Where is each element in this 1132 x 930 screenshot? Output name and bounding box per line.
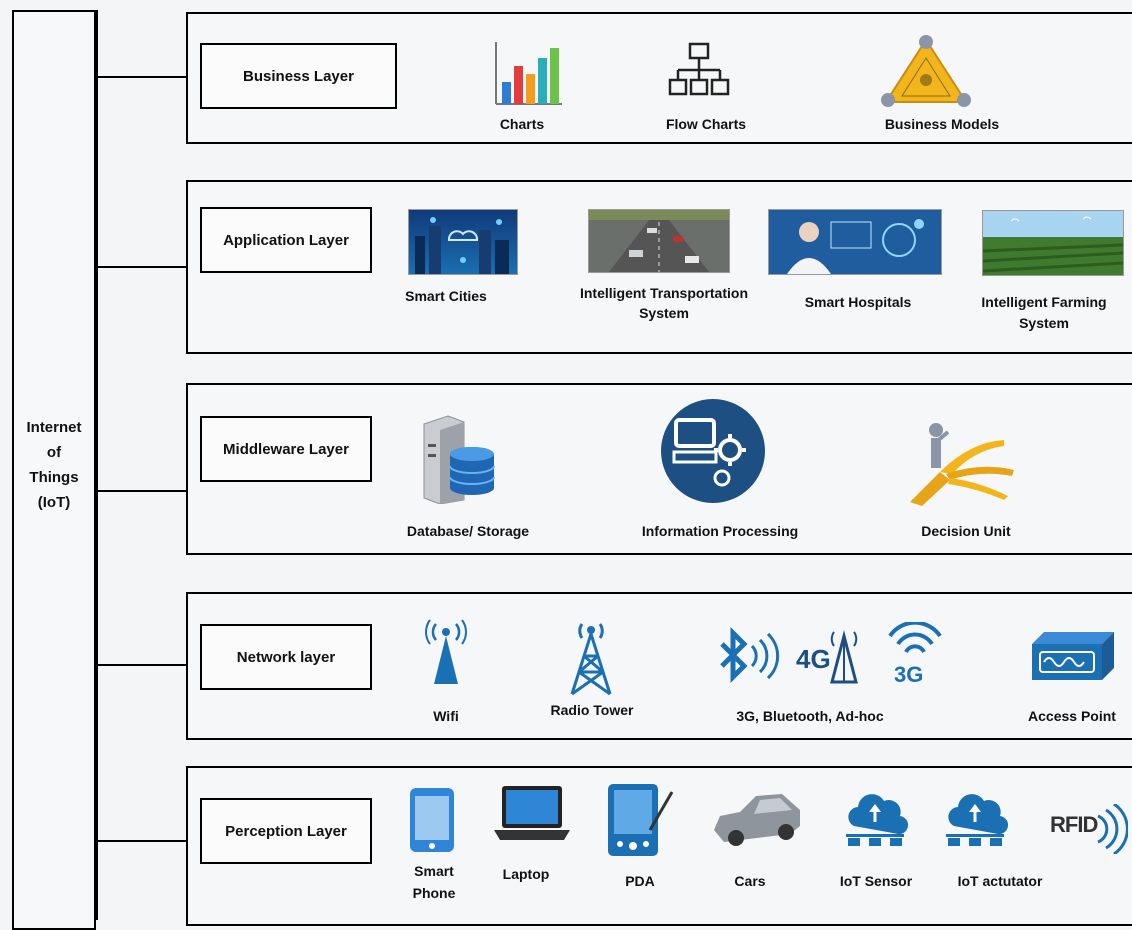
iot-actuator-caption: IoT actutator xyxy=(957,873,1043,889)
bluetooth-4g-3g-icon xyxy=(720,622,942,684)
network-layer-label: Network layer xyxy=(236,648,336,666)
application-layer-label: Application Layer xyxy=(223,231,349,249)
smart-cities-caption: Smart Cities xyxy=(405,288,487,304)
iot-root-label: Internet of Things (IoT) xyxy=(12,415,96,515)
decision-unit-caption: Decision Unit xyxy=(921,523,1011,539)
transportation-caption-line-2: System xyxy=(639,305,689,321)
perception-layer-label-box: Perception Layer xyxy=(200,798,372,864)
iot-root-line-4: (IoT) xyxy=(37,494,71,511)
connector-business xyxy=(96,76,200,78)
connector-middleware xyxy=(96,490,200,492)
smartphone-icon xyxy=(410,788,454,852)
transportation-caption: Intelligent Transportation System xyxy=(564,283,764,323)
business-model-triangle-icon xyxy=(881,35,971,107)
wifi-antenna-icon xyxy=(425,619,467,684)
transportation-caption-line-1: Intelligent Transportation xyxy=(579,285,748,301)
middleware-layer-label: Middleware Layer xyxy=(223,440,349,458)
information-processing-caption: Information Processing xyxy=(641,523,799,539)
wifi-caption: Wifi xyxy=(433,708,459,724)
business-layer-label: Business Layer xyxy=(243,67,354,85)
iot-root-line-1: Internet xyxy=(26,419,82,436)
radio-tower-icon xyxy=(570,623,612,696)
farming-caption-line-1: Intelligent Farming xyxy=(981,294,1107,310)
perception-layer-label: Perception Layer xyxy=(225,822,347,840)
access-point-caption: Access Point xyxy=(1028,708,1116,724)
smart-phone-caption: Smart Phone xyxy=(384,860,484,904)
business-models-caption: Business Models xyxy=(884,116,1000,132)
network-layer-label-box: Network layer xyxy=(200,624,372,690)
iot-actuator-cloud-icon xyxy=(946,794,1008,846)
tree-spine-line xyxy=(96,10,98,920)
transportation-photo xyxy=(588,209,730,273)
bar-chart-icon xyxy=(495,42,562,105)
smart-hospitals-caption: Smart Hospitals xyxy=(804,294,912,310)
smart-phone-caption-line-1: Smart xyxy=(414,863,454,879)
database-server-icon xyxy=(423,415,495,504)
radio-tower-caption: Radio Tower xyxy=(550,702,634,718)
3g-badge: 3G xyxy=(894,662,924,687)
connector-perception xyxy=(96,840,200,842)
4g-badge: 4G xyxy=(796,644,831,674)
rfid-waves-icon xyxy=(1097,804,1128,854)
middleware-layer-label-box: Middleware Layer xyxy=(200,416,372,482)
flowchart-icon xyxy=(668,42,730,96)
smart-cities-photo xyxy=(408,209,518,275)
connector-application xyxy=(96,266,200,268)
charts-caption: Charts xyxy=(499,116,545,132)
farming-caption: Intelligent Farming System xyxy=(944,292,1132,334)
flow-charts-caption: Flow Charts xyxy=(665,116,747,132)
laptop-caption: Laptop xyxy=(502,866,550,882)
iot-sensor-cloud-icon xyxy=(846,794,908,846)
rfid-icon: RFID xyxy=(1050,812,1098,837)
laptop-icon xyxy=(494,786,570,840)
iot-root-line-3: Things xyxy=(29,469,79,486)
application-layer-label-box: Application Layer xyxy=(200,207,372,273)
cars-caption: Cars xyxy=(734,873,766,889)
farming-caption-line-2: System xyxy=(1019,315,1069,331)
3g-bluetooth-adhoc-caption: 3G, Bluetooth, Ad-hoc xyxy=(736,708,884,724)
smart-hospitals-photo xyxy=(768,209,942,275)
connector-network xyxy=(96,664,200,666)
access-point-icon xyxy=(1032,632,1114,680)
pda-caption: PDA xyxy=(625,873,655,889)
iot-root-box xyxy=(12,10,96,930)
iot-sensor-caption: IoT Sensor xyxy=(839,873,913,889)
smart-phone-caption-line-2: Phone xyxy=(412,885,456,901)
database-storage-caption: Database/ Storage xyxy=(406,523,530,539)
decision-person-icon xyxy=(910,423,1014,506)
pda-icon xyxy=(608,784,674,856)
business-layer-label-box: Business Layer xyxy=(200,43,397,109)
iot-root-line-2: of xyxy=(46,444,62,461)
car-icon xyxy=(714,794,800,846)
farming-photo xyxy=(982,210,1124,276)
computer-gear-icon xyxy=(661,399,765,503)
